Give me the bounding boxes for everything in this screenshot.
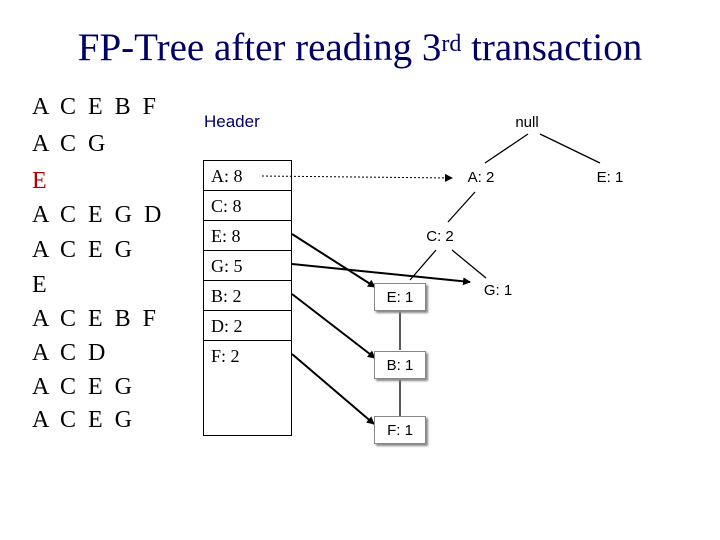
link-f — [291, 353, 375, 425]
transaction-item: A C E B F — [32, 94, 160, 120]
header-row-text: B: 2 — [211, 286, 242, 306]
header-row-text: F: 2 — [211, 346, 240, 366]
transaction-item: A C E G — [32, 407, 136, 433]
link-a — [261, 173, 453, 182]
header-row-f: F: 2 — [204, 341, 291, 371]
edge-a-c — [447, 191, 476, 223]
header-row-e: E: 8 — [204, 221, 291, 251]
transaction-item-highlighted: E — [32, 168, 50, 194]
transaction-item: A C G — [32, 131, 109, 157]
header-row-text: A: 8 — [211, 166, 243, 186]
link-g — [291, 263, 471, 286]
tree-node-e-root: E: 1 — [596, 168, 624, 186]
header-table: A: 8 C: 8 E: 8 G: 5 B: 2 D: 2 F: 2 — [203, 160, 292, 436]
header-row-a: A: 8 — [204, 161, 291, 191]
transaction-item: A C E G D — [32, 202, 165, 228]
transaction-item: E — [32, 272, 50, 298]
link-b — [291, 293, 376, 359]
tree-node-e: E: 1 — [374, 283, 426, 311]
edge-c-g — [451, 249, 487, 279]
tree-node-a: A: 2 — [467, 168, 495, 186]
transaction-item: A C E G — [32, 374, 136, 400]
edge-null-a — [484, 133, 529, 164]
tree-node-c: C: 2 — [426, 227, 454, 245]
header-row-d: D: 2 — [204, 311, 291, 341]
header-row-text: D: 2 — [211, 316, 243, 336]
header-row-c: C: 8 — [204, 191, 291, 221]
header-label: Header — [204, 112, 260, 131]
header-row-text: E: 8 — [211, 226, 241, 246]
header-row-text: G: 5 — [211, 256, 243, 276]
tree-node-null: null — [515, 113, 539, 131]
link-e — [291, 233, 376, 288]
tree-node-b: B: 1 — [374, 351, 426, 379]
transaction-item: A C E B F — [32, 306, 160, 332]
header-row-text: C: 8 — [211, 196, 242, 216]
tree-node-f: F: 1 — [374, 416, 426, 444]
edge-c-e — [409, 249, 437, 281]
transaction-item: A C E G — [32, 237, 136, 263]
header-row-b: B: 2 — [204, 281, 291, 311]
tree-node-g: G: 1 — [483, 281, 513, 299]
transaction-item: A C D — [32, 340, 109, 366]
header-row-g: G: 5 — [204, 251, 291, 281]
page-title: FP-Tree after reading 3rd transaction — [77, 26, 643, 69]
edge-null-e — [539, 133, 601, 164]
